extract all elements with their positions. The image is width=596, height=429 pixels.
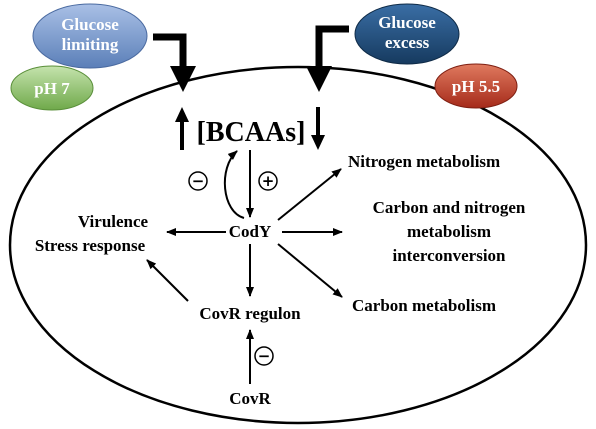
nitrogen-metabolism-label: Nitrogen metabolism (348, 152, 500, 171)
covr-negative-sign: − (254, 346, 274, 366)
bcaa-increase-arrow (175, 107, 189, 150)
ph7-label: pH 7 (34, 79, 70, 98)
glucose-excess-line2: excess (385, 33, 430, 52)
positive-regulation-sign: + (258, 171, 278, 191)
cody-to-carbon-metabolism-arrow (277, 243, 343, 298)
cody-to-nitrogen-metabolism-arrow (277, 168, 342, 221)
covr-regulon-to-stress-arrow (146, 259, 189, 302)
negative-sign-glyph: − (192, 172, 205, 190)
negative-regulation-sign: − (188, 171, 208, 191)
cody-label: CodY (229, 222, 272, 241)
ph7-badge: pH 7 (10, 65, 94, 111)
carbon-metabolism-label: Carbon metabolism (352, 296, 496, 315)
covr-label: CovR (229, 389, 271, 408)
carbon-nitrogen-line1: Carbon and nitrogen (373, 198, 526, 217)
carbon-nitrogen-line3: interconversion (392, 246, 506, 265)
ph55-badge: pH 5.5 (434, 63, 518, 109)
virulence-label: Virulence (78, 212, 149, 231)
covr-negative-sign-glyph: − (258, 347, 271, 365)
glucose-limiting-line1: Glucose (61, 15, 119, 34)
ph55-label: pH 5.5 (452, 77, 500, 96)
bcaa-decrease-arrow (311, 107, 325, 150)
positive-sign-glyph: + (262, 172, 275, 190)
bcaas-label: [BCAAs] (197, 117, 306, 148)
stress-response-label: Stress response (35, 236, 146, 255)
glucose-limiting-badge: Glucose limiting (32, 3, 148, 69)
glucose-excess-line1: Glucose (378, 13, 436, 32)
glucose-limiting-line2: limiting (62, 35, 119, 54)
covr-regulon-label: CovR regulon (199, 304, 301, 323)
carbon-nitrogen-line2: metabolism (407, 222, 491, 241)
glucose-limiting-signal-arrow (153, 33, 196, 92)
cell-outline (8, 65, 588, 425)
glucose-excess-badge: Glucose excess (354, 3, 460, 65)
cody-feedback-arrow (223, 150, 245, 219)
glucose-excess-signal-arrow (306, 25, 349, 92)
